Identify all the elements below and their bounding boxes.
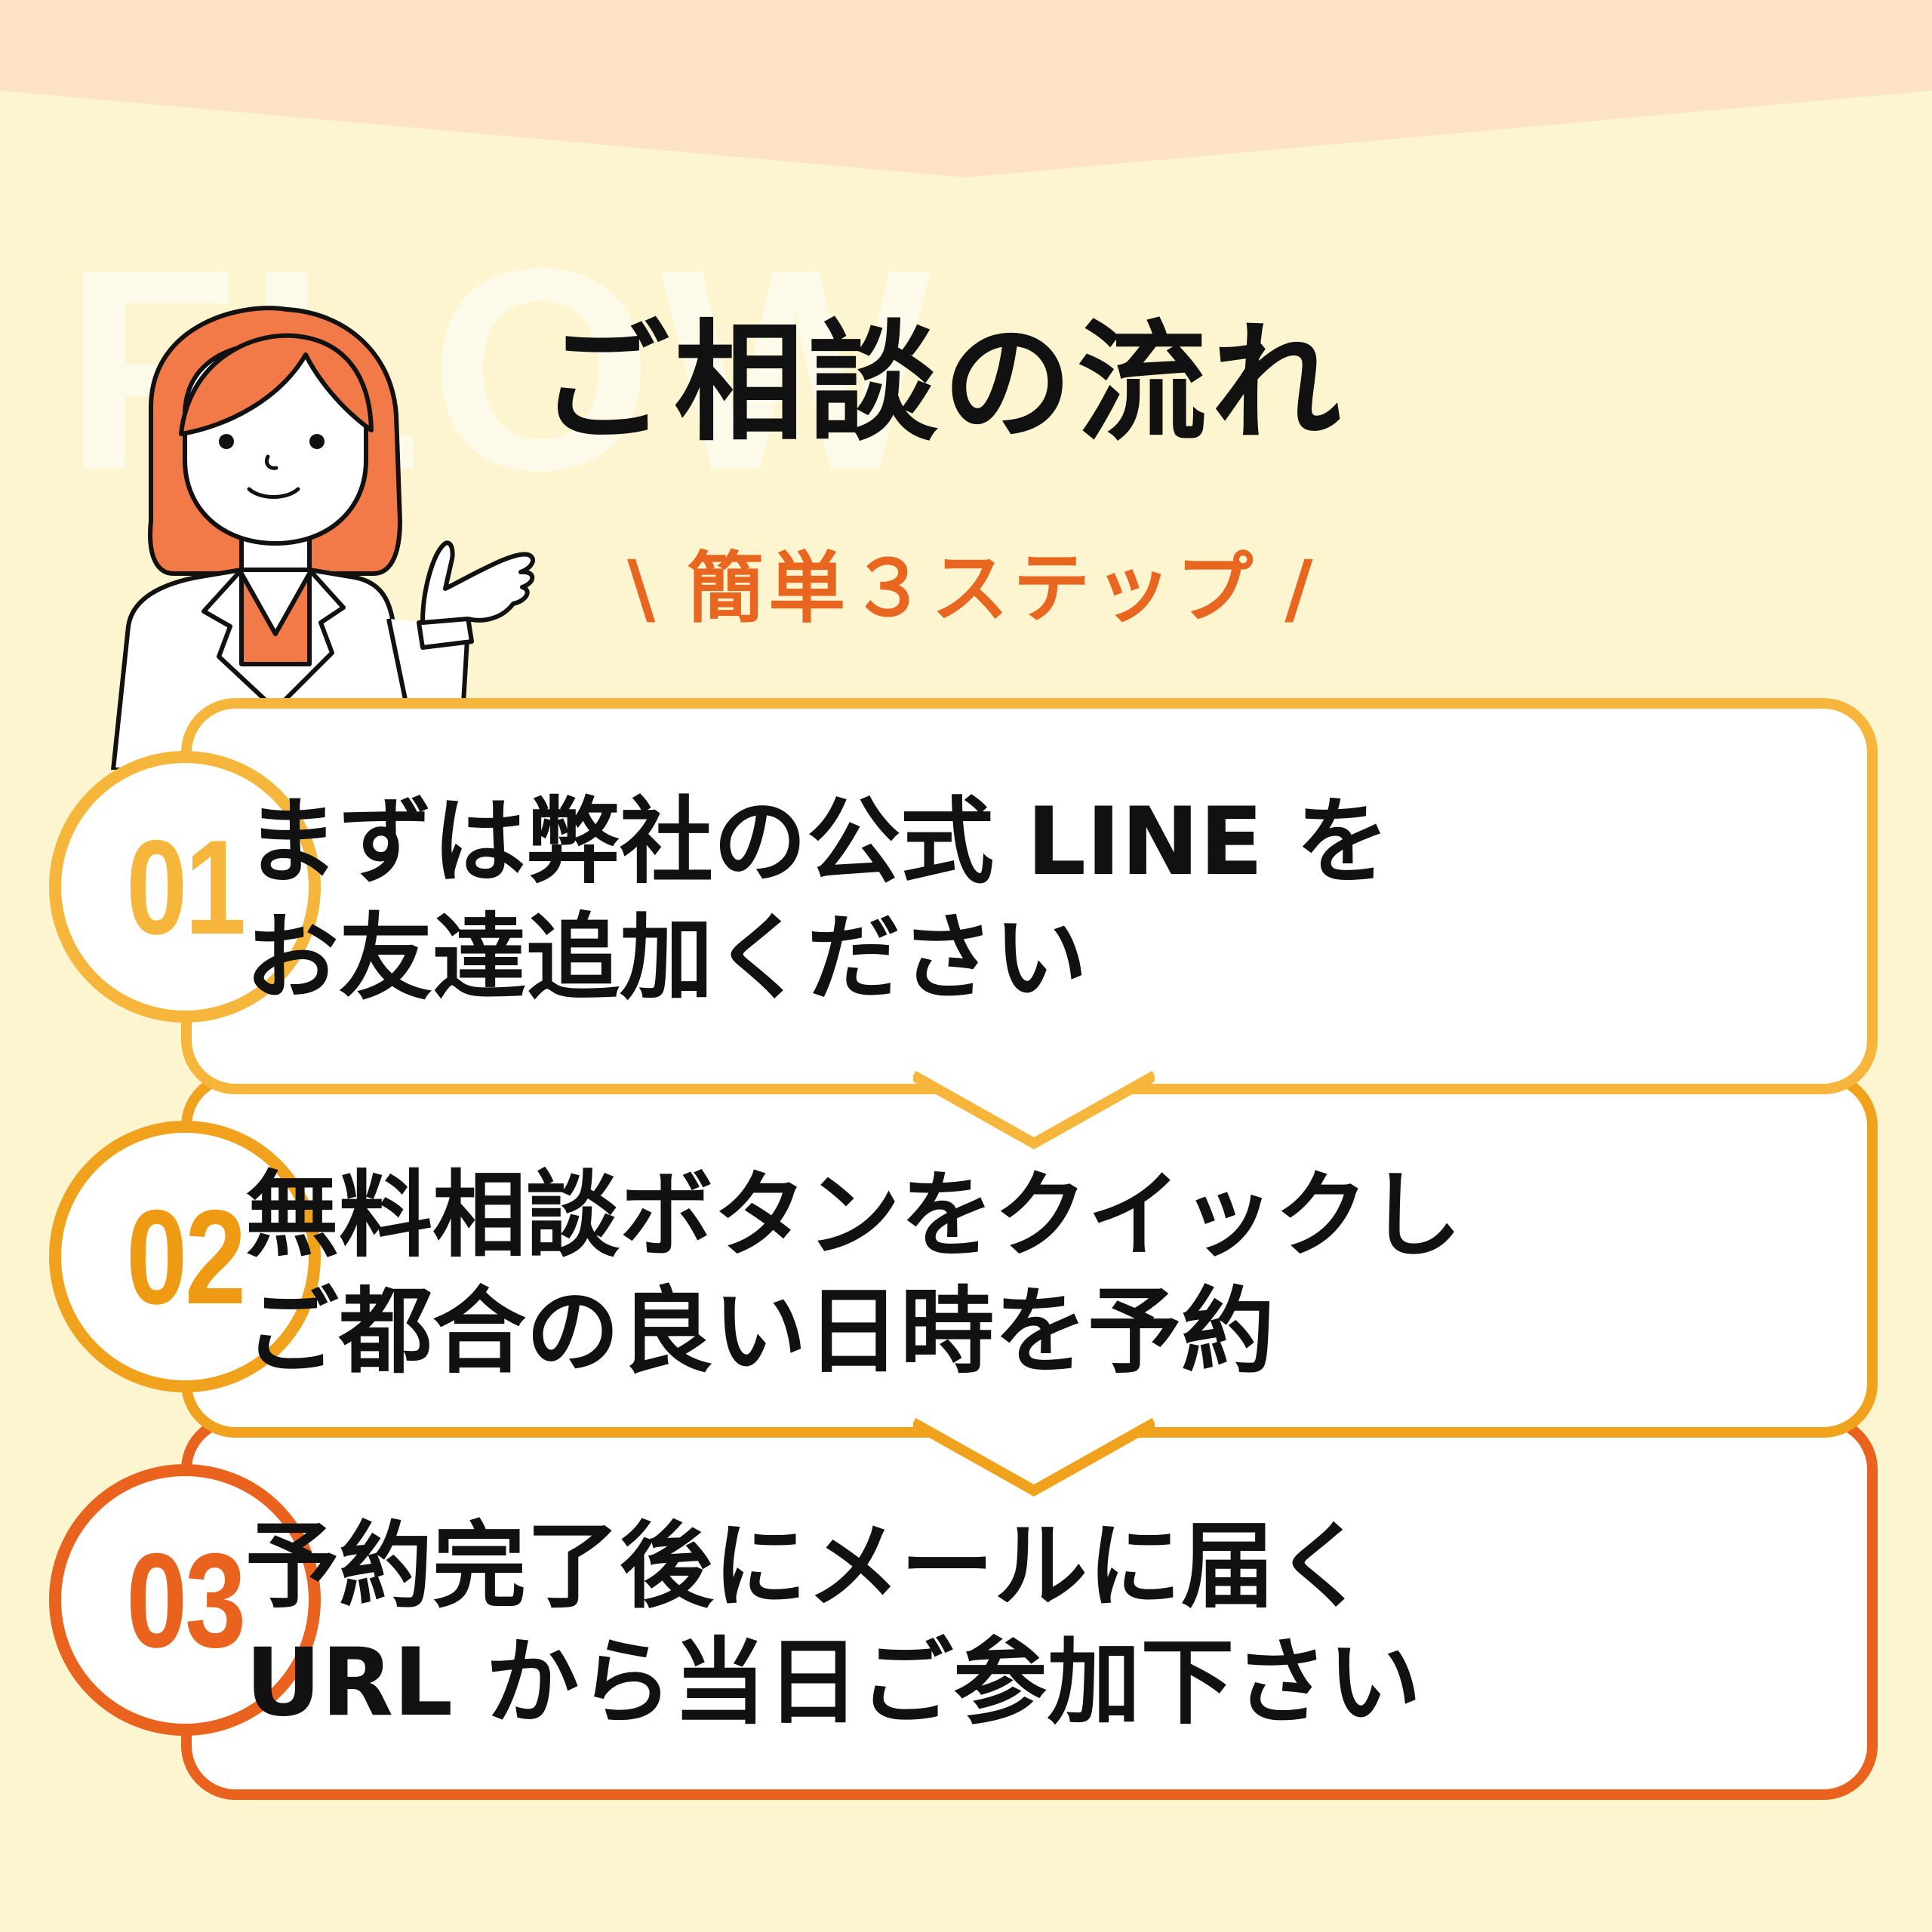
step-3-line-1: 予約完了後にメールに届く bbox=[245, 1512, 1369, 1621]
step-1-pointer bbox=[913, 1070, 1155, 1150]
step-1-line-2: お友達追加ください bbox=[245, 903, 1088, 1013]
step-2-number: 02 bbox=[126, 1181, 246, 1332]
step-2-line-1: 無料相談ボタンをクイックし bbox=[245, 1161, 1463, 1270]
step-3-line-2: URL から当日ご参加下さい bbox=[245, 1628, 1422, 1737]
step-1-number: 01 bbox=[126, 811, 246, 962]
step-1-text: まずは弊社の公式 LINE を お友達追加ください bbox=[245, 785, 1389, 1017]
step-card-1 bbox=[181, 698, 1878, 1094]
step-3-number: 03 bbox=[126, 1524, 246, 1675]
step-1-line-1: まずは弊社の公式 LINE を bbox=[245, 788, 1389, 897]
subtitle: \簡単３ステップ/ bbox=[600, 551, 1345, 628]
subtitle-text: 簡単３ステップ bbox=[687, 544, 1258, 634]
top-chevron-band bbox=[0, 0, 1932, 177]
step-2-text: 無料相談ボタンをクイックし ご都合の良い日時を予約 bbox=[245, 1158, 1462, 1391]
subtitle-close-slash: / bbox=[1284, 544, 1318, 634]
step-3-text: 予約完了後にメールに届く URL から当日ご参加下さい bbox=[245, 1509, 1421, 1742]
page-title: ご相談の流れ bbox=[540, 307, 1346, 459]
step-2-pointer bbox=[913, 1417, 1155, 1497]
subtitle-open-slash: \ bbox=[627, 544, 660, 634]
step-2-line-2: ご都合の良い日時を予約 bbox=[245, 1277, 1275, 1386]
